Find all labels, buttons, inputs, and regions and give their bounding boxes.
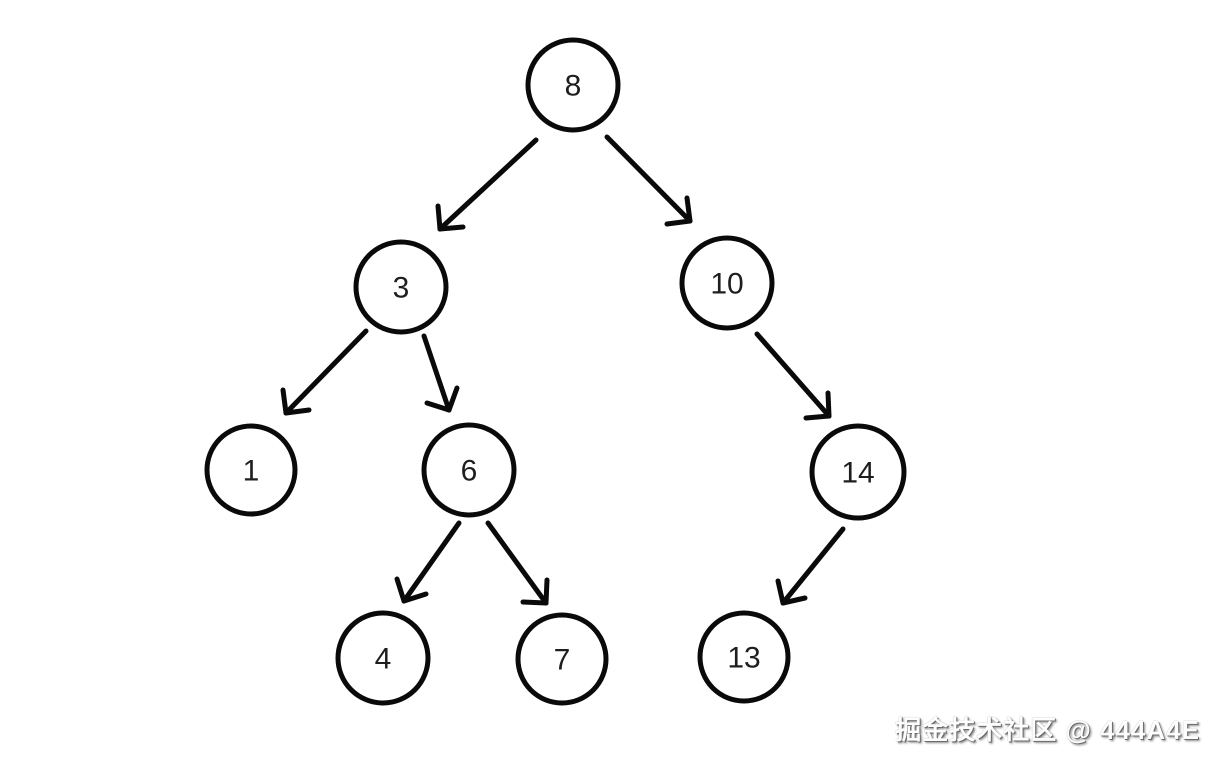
node-value: 13 — [727, 642, 760, 675]
node-value: 3 — [393, 272, 410, 305]
tree-node-8: 8 — [525, 37, 621, 133]
tree-node-6: 6 — [421, 422, 517, 518]
edge-line — [604, 134, 693, 224]
arrowhead-barb — [424, 400, 452, 413]
tree-edge-8-3 — [435, 137, 539, 232]
edge-line — [283, 328, 369, 416]
arrowhead-barb — [825, 390, 832, 419]
node-circle — [204, 423, 298, 517]
node-circle — [525, 37, 621, 133]
arrowhead-barb — [283, 407, 312, 416]
tree-edge-3-1 — [280, 328, 369, 416]
node-value: 1 — [243, 455, 260, 488]
node-circle — [421, 422, 517, 518]
arrowhead-barb — [543, 577, 550, 606]
tree-edge-6-4 — [394, 520, 462, 604]
node-value: 6 — [461, 455, 478, 488]
node-circle — [679, 235, 775, 331]
node-value: 7 — [554, 644, 571, 677]
node-circle — [353, 239, 449, 335]
tree-edge-14-13 — [775, 526, 846, 606]
node-value: 8 — [565, 70, 582, 103]
arrowhead-barb — [520, 599, 549, 606]
edge-line — [485, 520, 549, 606]
node-value: 4 — [375, 643, 392, 676]
arrowhead-barb — [437, 224, 466, 232]
watermark-text: 掘金技术社区 @ 444A4E — [895, 715, 1200, 745]
arrowhead-barb — [435, 203, 443, 232]
node-circle — [697, 610, 791, 704]
tree-node-3: 3 — [353, 239, 449, 335]
edge-line — [421, 333, 452, 413]
edge-line — [754, 331, 832, 419]
arrowhead-barb — [280, 387, 289, 416]
arrowhead-barb — [775, 578, 786, 606]
edge-line — [437, 137, 539, 232]
arrowhead-barb — [780, 595, 808, 606]
arrowhead-barb — [664, 218, 693, 227]
arrowhead-barb — [684, 195, 693, 224]
node-circle — [809, 423, 907, 521]
tree-node-14: 14 — [809, 423, 907, 521]
node-circle — [515, 612, 609, 706]
tree-edge-10-14 — [754, 331, 832, 421]
node-value: 14 — [841, 457, 874, 490]
tree-node-1: 1 — [204, 423, 298, 517]
arrowhead-barb — [803, 413, 832, 421]
tree-edge-8-10 — [604, 134, 693, 227]
tree-node-13: 13 — [697, 610, 791, 704]
tree-edge-6-7 — [485, 520, 550, 606]
arrowhead-barb — [394, 576, 407, 604]
edge-line — [401, 520, 462, 604]
node-value: 10 — [710, 268, 743, 301]
tree-node-7: 7 — [515, 612, 609, 706]
edge-line — [780, 526, 846, 606]
arrowhead-barb — [401, 591, 429, 604]
arrowhead-barb — [446, 385, 460, 413]
tree-node-4: 4 — [335, 610, 431, 706]
tree-edge-3-6 — [421, 333, 460, 413]
tree-node-10: 10 — [679, 235, 775, 331]
node-circle — [335, 610, 431, 706]
